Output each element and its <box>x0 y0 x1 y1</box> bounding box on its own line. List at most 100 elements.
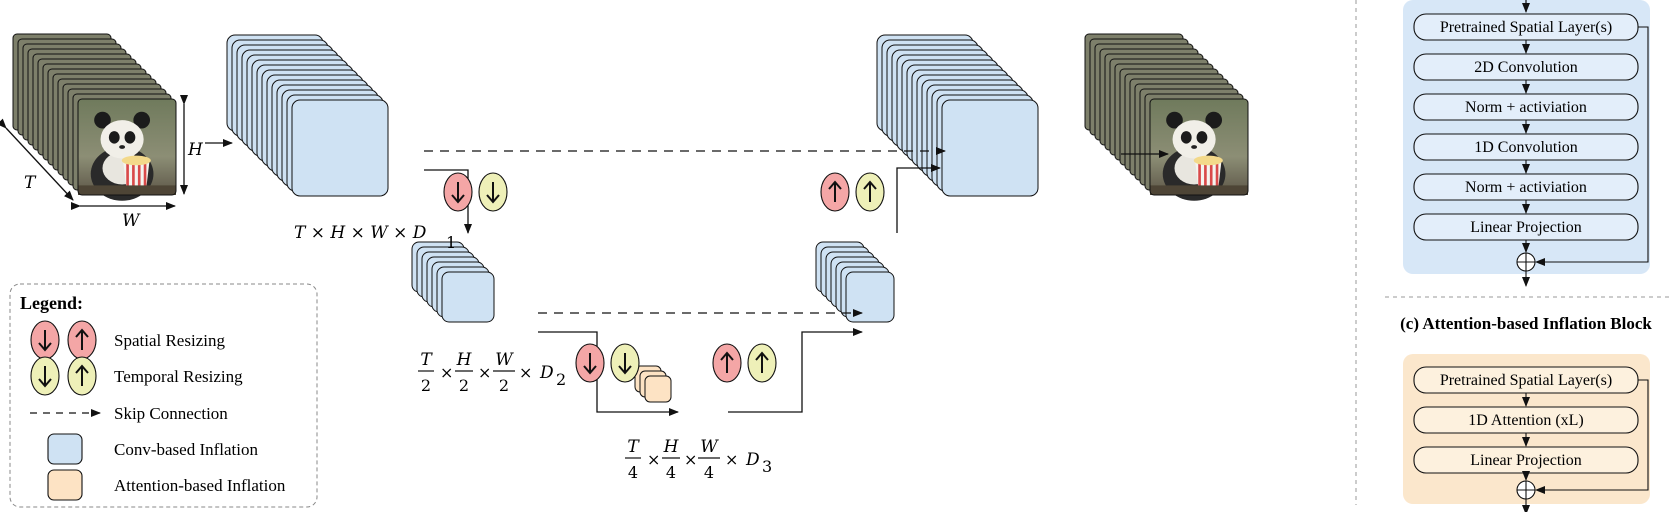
conv-layer-label: Norm + activiation <box>1465 99 1587 116</box>
feature-slice <box>941 99 1039 197</box>
popcorn-stripe <box>1215 160 1219 188</box>
mid-to-dec2-arrow <box>728 328 863 413</box>
arrow-head <box>75 364 89 374</box>
height-label: H <box>187 140 204 160</box>
input-video-stack <box>12 33 177 201</box>
front-frame <box>77 98 177 201</box>
popcorn-top <box>121 155 151 166</box>
arrow-head <box>451 194 465 204</box>
level3-dims: T 4 × H 4 × W 4 × D 3 <box>625 437 772 482</box>
legend-temporal-label: Temporal Resizing <box>114 367 243 386</box>
popcorn-top <box>1193 155 1223 166</box>
panda-eye-patch <box>1180 131 1192 144</box>
arrow-head <box>486 194 500 204</box>
panda-ear <box>133 111 151 129</box>
level3-h-den: 4 <box>666 463 676 482</box>
temporal-down-marker-2 <box>610 343 640 383</box>
level3-d-sub: 3 <box>762 457 772 476</box>
frame-border <box>1149 98 1249 196</box>
level3-w-den: 4 <box>704 463 714 482</box>
attn-block-layers: Pretrained Spatial Layer(s) 1D Attention … <box>1413 366 1649 512</box>
level3-h: H <box>663 437 680 457</box>
level3-times-3: × <box>725 450 738 469</box>
legend-skip-label: Skip Connection <box>114 404 228 423</box>
attn-layer-label: Linear Projection <box>1470 452 1582 469</box>
level2-d-sub: 2 <box>556 370 566 389</box>
legend-spatial-down-icon <box>30 320 60 360</box>
legend-temporal-down-icon <box>30 356 60 396</box>
decoder-level1-stack <box>876 34 1039 197</box>
level2-dims: T 2 × H 2 × W 2 × D 2 <box>418 350 566 395</box>
spatial-up-marker-2 <box>712 343 742 383</box>
conv-layer-label: Pretrained Spatial Layer(s) <box>1440 19 1612 36</box>
level2-t: T <box>420 350 433 370</box>
panda-eye-patch <box>124 131 136 144</box>
arrow-head <box>38 342 52 352</box>
panda-eye-patch <box>108 131 120 144</box>
panda-head <box>1172 120 1216 159</box>
arrow-head <box>583 365 597 375</box>
feature-slice <box>845 271 895 323</box>
arrow-head <box>38 378 52 388</box>
level3-d: D <box>745 450 760 470</box>
popcorn-stripe <box>132 160 135 188</box>
log-ground <box>1150 185 1248 195</box>
legend-spatial-label: Spatial Resizing <box>114 331 225 350</box>
arrow-head <box>75 328 89 338</box>
legend-conv-label: Conv-based Inflation <box>114 440 258 459</box>
conv-layer-label: Linear Projection <box>1470 219 1582 236</box>
spatial-up-marker-1 <box>820 172 850 212</box>
temporal-up-marker-2 <box>747 343 777 383</box>
legend: Legend: Spatial Resizing Temporal Resizi… <box>9 283 318 508</box>
temporal-up-marker-1 <box>855 172 885 212</box>
bottleneck-stack <box>634 365 672 403</box>
width-label: W <box>122 211 141 231</box>
feature-slice <box>441 271 495 323</box>
conv-layer-label: 2D Convolution <box>1474 59 1578 76</box>
attn-layer-label: Pretrained Spatial Layer(s) <box>1440 372 1612 389</box>
attn-residual-arrow <box>1535 379 1649 494</box>
time-label: T <box>24 173 37 193</box>
level2-times-3: × <box>519 363 532 382</box>
popcorn-stripe <box>137 160 141 188</box>
arrow-head <box>618 365 632 375</box>
level3-times-2: × <box>684 450 697 469</box>
popcorn-stripe <box>126 160 129 188</box>
level2-times-2: × <box>478 363 491 382</box>
level3-times-1: × <box>647 450 660 469</box>
legend-attn-label: Attention-based Inflation <box>114 476 286 495</box>
level1-dims: T × H × W × D 1 <box>294 223 456 252</box>
panda-head <box>100 120 144 159</box>
panda-ear <box>1166 111 1183 129</box>
legend-frame <box>9 283 318 508</box>
level2-w: W <box>495 350 514 370</box>
level2-h-den: 2 <box>459 376 469 395</box>
legend-title: Legend: <box>20 293 83 313</box>
dec2-to-dec1-arrow <box>896 164 941 233</box>
attn-layer-label: 1D Attention (xL) <box>1468 412 1584 429</box>
panda-eye-patch <box>1196 131 1208 144</box>
conv-layer-label: Norm + activiation <box>1465 179 1587 196</box>
log-ground <box>78 185 176 195</box>
level2-t-den: 2 <box>421 376 431 395</box>
level2-w-den: 2 <box>499 376 509 395</box>
temporal-down-marker-1 <box>478 172 508 212</box>
spatial-down-marker-2 <box>575 343 605 383</box>
popcorn-stripe <box>1204 160 1207 188</box>
arrow-head <box>755 351 769 361</box>
feature-slice <box>644 375 672 403</box>
panda-ear <box>94 111 111 129</box>
legend-icons <box>30 320 97 396</box>
front-frame <box>1149 98 1249 201</box>
level3-w: W <box>700 437 719 457</box>
level2-d: D <box>539 363 554 383</box>
enc1-to-enc2-arrow <box>424 169 472 234</box>
conv-layer-label: 1D Convolution <box>1474 139 1578 156</box>
encoder-level1-stack <box>226 34 389 197</box>
level1-dims-sub: 1 <box>446 233 456 252</box>
time-arrow <box>0 118 74 201</box>
attn-inflation-block: Pretrained Spatial Layer(s) 1D Attention … <box>1403 354 1650 512</box>
conv-residual-arrow <box>1535 26 1649 266</box>
legend-spatial-up-icon <box>67 320 97 360</box>
